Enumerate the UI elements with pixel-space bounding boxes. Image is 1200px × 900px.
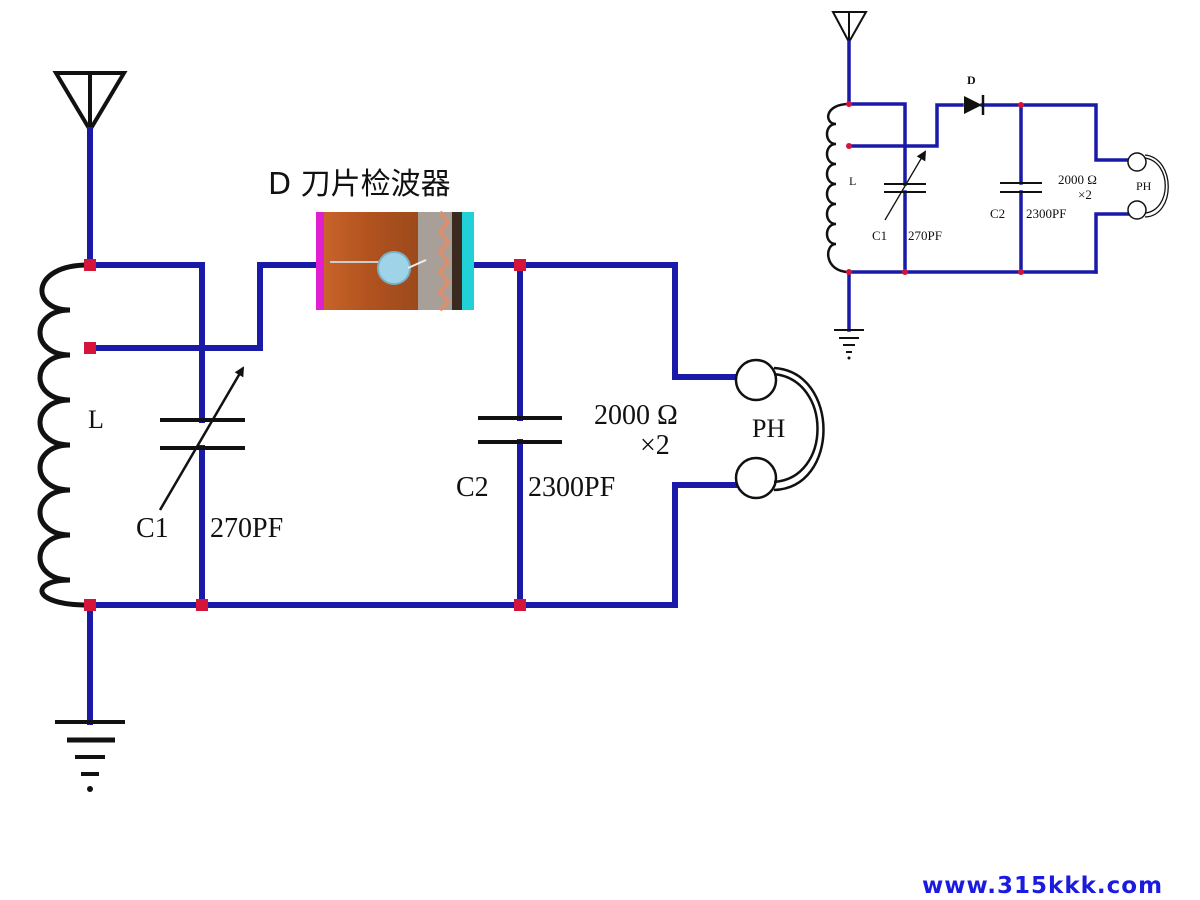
junction-nodes <box>84 259 526 611</box>
inset-antenna-icon <box>831 11 868 106</box>
headphone-icon <box>734 358 825 500</box>
inset-ground-icon <box>834 329 864 360</box>
wires <box>87 262 739 725</box>
inset-diode-icon <box>964 95 985 115</box>
antenna-icon <box>52 71 128 268</box>
variable-capacitor-c1-icon <box>158 366 245 511</box>
inset-inductor-coil-icon <box>825 102 850 274</box>
inset-diode-label: D <box>967 73 976 87</box>
inset-headphone-multiplier: ×2 <box>1078 187 1092 202</box>
headphone-impedance: 2000 Ω <box>594 400 678 431</box>
headphone-label: PH <box>752 414 785 443</box>
headphone-multiplier: ×2 <box>640 430 670 461</box>
inset-schematic: L D C1 270PF C2 2300PF <box>825 11 1169 360</box>
c2-label: C2 <box>456 472 489 503</box>
inductor-coil-icon <box>37 262 89 608</box>
c1-label: C1 <box>136 513 169 544</box>
c1-value: 270PF <box>210 513 283 544</box>
inset-wires <box>847 102 1130 332</box>
main-schematic: L C1 270PF C2 2300PF <box>37 71 825 792</box>
inset-headphone-impedance: 2000 Ω <box>1058 172 1097 187</box>
detector-title: D 刀片检波器 <box>268 167 451 202</box>
watermark-link[interactable]: www.315kkk.com <box>922 873 1163 899</box>
capacitor-c2-icon <box>478 416 562 444</box>
ground-icon <box>55 720 125 792</box>
inset-headphone-label: PH <box>1136 179 1152 193</box>
inset-inductor-label: L <box>849 174 856 188</box>
inductor-label: L <box>88 405 104 434</box>
inset-c2-label: C2 <box>990 206 1005 221</box>
inset-c1-value: 270PF <box>908 228 942 243</box>
inset-c1-label: C1 <box>872 228 887 243</box>
inset-junction-nodes <box>846 101 1024 275</box>
inset-variable-capacitor-c1-icon <box>884 150 927 221</box>
c2-value: 2300PF <box>528 472 615 503</box>
razor-blade-detector-image <box>316 210 474 312</box>
inset-capacitor-c2-icon <box>1000 182 1042 193</box>
inset-c2-value: 2300PF <box>1026 206 1066 221</box>
inset-headphone-icon <box>1127 152 1169 220</box>
